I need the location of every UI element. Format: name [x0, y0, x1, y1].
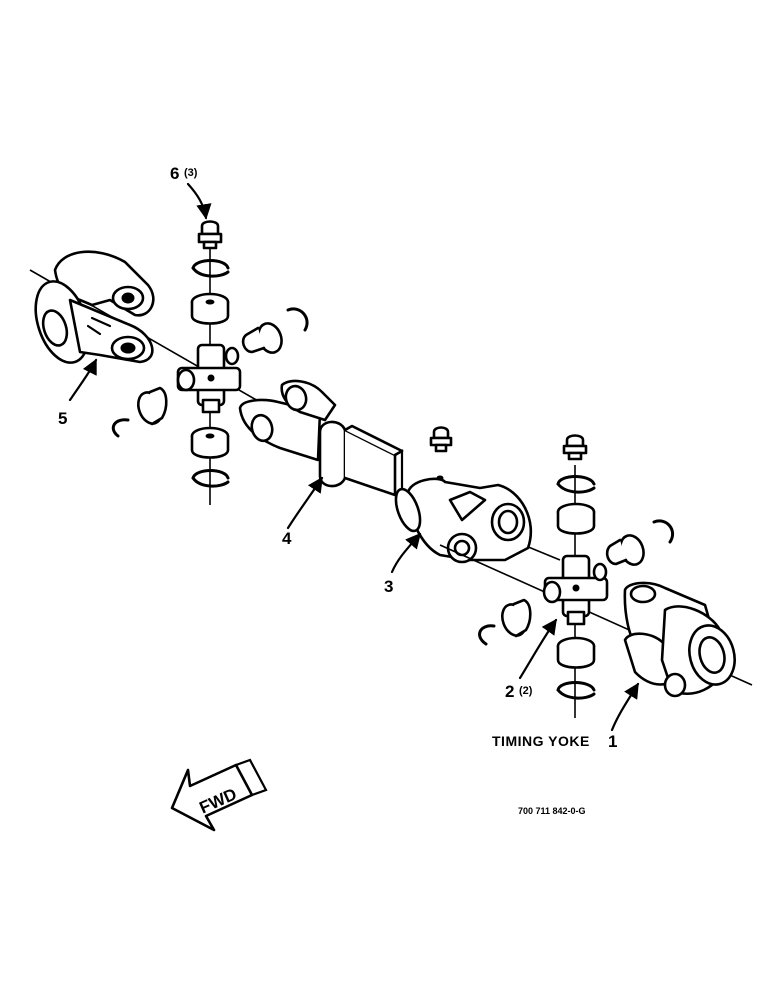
bearing-cap-lower: [190, 426, 230, 459]
snap-ring-left: [111, 418, 130, 438]
callout-6: 6 (3): [170, 164, 198, 183]
callout-number: 1: [608, 732, 617, 751]
bearing-cap-right: [241, 322, 283, 354]
tube-yoke-part-3: [394, 475, 533, 564]
drawing-code: 700 711 842-0-G: [518, 806, 586, 816]
snap-ring-right-right: [652, 519, 675, 544]
snap-ring-lower: [191, 469, 230, 488]
right-assembly: [439, 434, 753, 718]
bearing-cap-right-left: [501, 598, 532, 638]
grease-fitting-part-6: [197, 220, 223, 250]
snap-ring-right-upper: [556, 475, 596, 494]
callout-leaders: [68, 182, 640, 732]
callout-2: 2 (2): [505, 682, 533, 701]
cross-and-bearing-left: [176, 343, 242, 414]
callout-5: 5: [58, 409, 67, 428]
bearing-cap-right-upper: [556, 502, 596, 535]
forward-arrow: FWD: [170, 758, 268, 832]
callout-1: TIMING YOKE 1: [492, 732, 617, 751]
snap-ring-right-lower: [556, 681, 596, 700]
bearing-cap-upper: [190, 292, 230, 325]
callout-number: 6: [170, 164, 179, 183]
bearing-cap-right-right: [605, 534, 645, 566]
centre-shaft: [238, 379, 561, 564]
shaft-yoke-part-4: [238, 379, 404, 497]
callout-qty: (2): [519, 685, 533, 697]
snap-ring-upper: [191, 259, 230, 278]
grease-fitting-right: [562, 434, 588, 461]
bearing-cap-right-lower: [556, 636, 596, 669]
snap-ring-right-left: [478, 624, 496, 646]
end-yoke-part-5: [34, 250, 155, 364]
bearing-cap-left: [137, 386, 168, 426]
snap-ring-right: [286, 307, 309, 332]
timing-yoke-part-1: [623, 581, 736, 698]
callout-3: 3: [384, 577, 393, 596]
callout-qty: (3): [184, 167, 198, 179]
callout-4: 4: [282, 529, 292, 548]
timing-yoke-label: TIMING YOKE: [492, 733, 590, 749]
left-assembly: [29, 220, 309, 505]
cross-and-bearing-part-2: [542, 554, 609, 626]
callout-number: 2: [505, 682, 514, 701]
grease-fitting-centre: [429, 426, 453, 453]
